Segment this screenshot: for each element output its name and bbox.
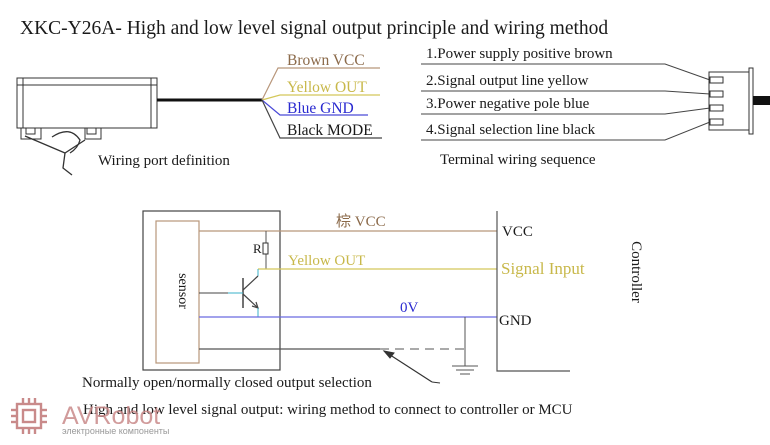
wire-label-blue-gnd: Blue GND — [287, 100, 354, 117]
wire-fanout — [261, 67, 382, 139]
chip-icon — [11, 398, 47, 434]
resistor-label: R — [253, 241, 262, 256]
out-wire-label: Yellow OUT — [288, 253, 365, 269]
terminal-label-1: 1.Power supply positive brown — [426, 46, 613, 62]
sensor-label: sensor — [175, 273, 190, 309]
terminal-lines — [421, 63, 711, 141]
diagram-title: XKC-Y26A- High and low level signal outp… — [20, 18, 608, 39]
watermark-brand: AVRobot — [62, 402, 160, 430]
terminal-label-3: 3.Power negative pole blue — [426, 96, 590, 112]
schematic-caption: High and low level signal output: wiring… — [83, 402, 573, 418]
gnd-wire-label: 0V — [400, 300, 419, 316]
connector-cable — [753, 96, 770, 105]
watermark-tagline: электронные компоненты — [62, 426, 169, 436]
wiring-port-caption: Wiring port definition — [98, 153, 230, 169]
terminal-label-2: 2.Signal output line yellow — [426, 73, 589, 89]
sensor-device-drawing — [16, 77, 158, 176]
wire-label-brown-vcc: Brown VCC — [287, 52, 365, 69]
schematic — [142, 210, 570, 384]
controller-vcc-label: VCC — [502, 224, 533, 240]
terminal-label-4: 4.Signal selection line black — [426, 122, 596, 138]
wire-label-yellow-out: Yellow OUT — [287, 79, 367, 96]
controller-signal-input-label: Signal Input — [501, 259, 585, 278]
terminal-connector — [708, 67, 754, 135]
selection-note: Normally open/normally closed output sel… — [82, 375, 372, 391]
watermark: AVRobot электронные компоненты — [11, 398, 169, 436]
controller-label: Controller — [628, 241, 644, 303]
terminal-caption: Terminal wiring sequence — [440, 152, 596, 168]
controller-gnd-label: GND — [499, 313, 532, 329]
vcc-wire-label: 棕 VCC — [336, 213, 386, 230]
wire-label-black-mode: Black MODE — [287, 122, 373, 139]
